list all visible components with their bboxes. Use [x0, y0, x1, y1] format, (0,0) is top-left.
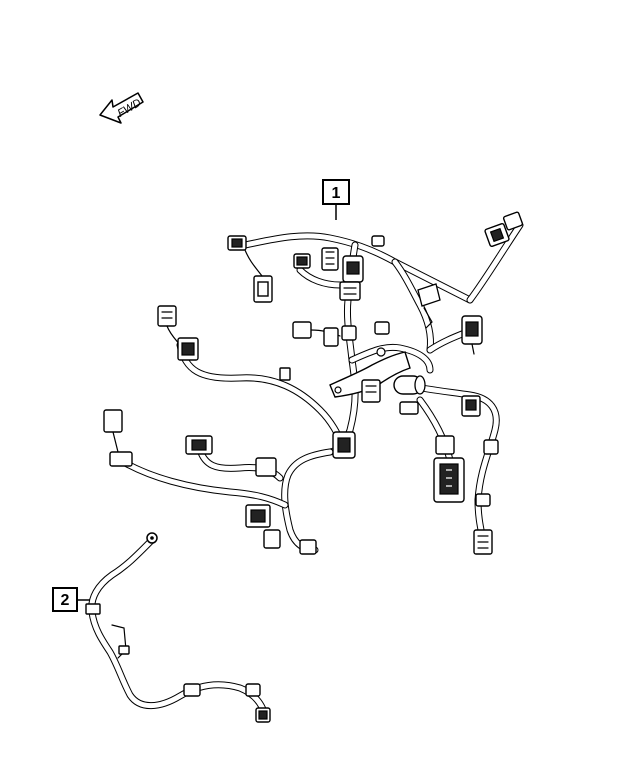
connector	[157, 305, 181, 346]
connector	[227, 235, 247, 251]
connector	[245, 504, 271, 528]
connector	[321, 247, 339, 271]
cable-clip	[183, 683, 201, 697]
connector	[255, 707, 271, 723]
callout-1[interactable]: 1	[322, 179, 350, 220]
connector	[461, 395, 481, 417]
relay-cylinder	[393, 375, 426, 395]
clip	[417, 283, 441, 329]
connector	[323, 325, 357, 347]
connector	[279, 367, 291, 381]
cable-clip	[85, 603, 101, 615]
connector	[185, 435, 213, 455]
connector	[473, 529, 493, 555]
connector	[299, 539, 317, 555]
connector	[371, 235, 385, 247]
connector	[177, 337, 199, 361]
connector	[435, 435, 455, 455]
connector	[502, 211, 524, 231]
engine-wiring-harness[interactable]	[103, 211, 524, 555]
callout-2[interactable]: 2	[52, 587, 90, 612]
fuse-block	[433, 457, 465, 503]
ring-terminal	[146, 532, 158, 544]
connector	[255, 457, 277, 477]
cable-branch	[111, 624, 130, 659]
connector	[483, 439, 499, 455]
connector	[461, 315, 483, 355]
connector	[332, 431, 356, 459]
battery-cable-harness[interactable]	[85, 532, 271, 723]
connector	[374, 321, 390, 335]
connector	[361, 379, 381, 403]
connector	[293, 253, 311, 269]
cable-clip	[245, 683, 261, 697]
forward-arrow-label: FWD	[116, 97, 144, 120]
connector	[263, 529, 281, 549]
callout-2-number: 2	[61, 592, 70, 609]
connector	[339, 281, 361, 301]
callout-1-number: 1	[332, 185, 341, 202]
connector	[399, 401, 419, 415]
connector	[475, 493, 491, 507]
connector	[342, 255, 364, 283]
forward-arrow-icon: FWD	[99, 92, 144, 124]
connector	[244, 249, 273, 303]
harness-2-wires	[88, 536, 269, 719]
connector	[484, 222, 510, 248]
connector	[109, 451, 133, 467]
harness-1-wires	[116, 221, 524, 554]
